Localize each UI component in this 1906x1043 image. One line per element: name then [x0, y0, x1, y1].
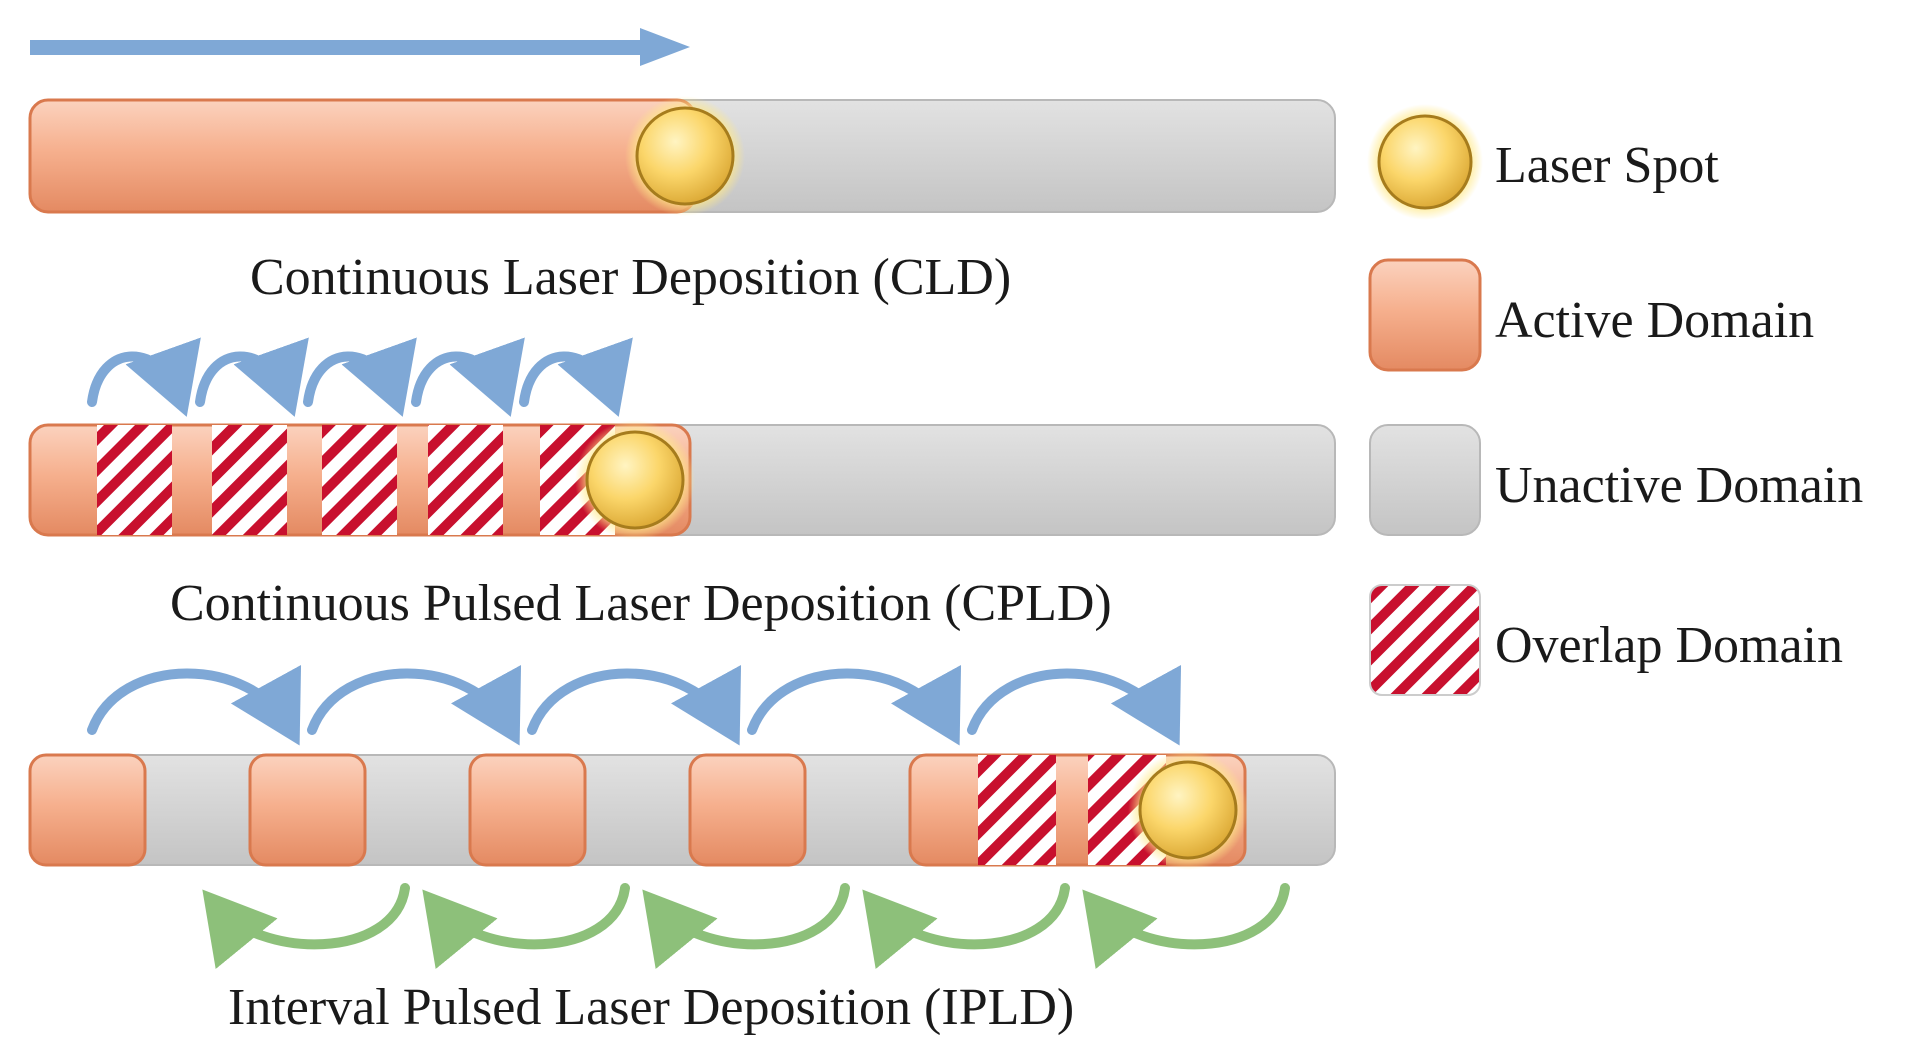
overlap-domain: [978, 755, 1056, 865]
active-domain: [688, 753, 807, 867]
backward-arc: [862, 883, 1070, 970]
active-domain: [468, 753, 587, 867]
backward-arc: [1082, 883, 1290, 970]
legend-overlap-domain-icon: [1369, 584, 1481, 696]
forward-arc: [307, 664, 521, 746]
legend-label-active-domain: Active Domain: [1495, 292, 1815, 349]
cpld-arcs: [87, 337, 633, 417]
overlap-domain: [97, 425, 172, 535]
forward-arc: [411, 337, 525, 417]
backward-arc: [202, 883, 410, 970]
right-arrow-icon: [30, 28, 690, 66]
cld-track: [28, 96, 1336, 216]
cpld-track: [28, 420, 1336, 540]
legend-active-domain-icon: [1368, 258, 1482, 372]
overlap-domain: [212, 425, 287, 535]
active-domain-bar: [28, 98, 697, 214]
ipld-track: [28, 750, 1336, 870]
forward-arc: [967, 664, 1181, 746]
forward-arc: [303, 337, 417, 417]
laser-spot-icon: [625, 96, 745, 216]
forward-arc: [747, 664, 961, 746]
forward-arc: [87, 337, 201, 417]
legend-unactive-domain-icon: [1369, 424, 1481, 536]
forward-arc: [527, 664, 741, 746]
forward-arc: [519, 337, 633, 417]
legend-laser-spot-icon: [1367, 104, 1483, 220]
cld-caption: Continuous Laser Deposition (CLD): [250, 249, 1012, 306]
backward-arc: [642, 883, 850, 970]
forward-arc: [87, 664, 301, 746]
overlap-domain: [428, 425, 503, 535]
forward-arc: [195, 337, 309, 417]
laser-spot-icon: [575, 420, 695, 540]
ipld-caption: Interval Pulsed Laser Deposition (IPLD): [228, 979, 1075, 1036]
active-domain: [248, 753, 367, 867]
legend-label-unactive-domain: Unactive Domain: [1495, 457, 1864, 514]
laser-spot-icon: [1128, 750, 1248, 870]
active-domain: [28, 753, 147, 867]
backward-arc: [422, 883, 630, 970]
cpld-caption: Continuous Pulsed Laser Deposition (CPLD…: [170, 575, 1112, 632]
ipld-backward-arcs: [202, 883, 1290, 970]
ipld-forward-arcs: [87, 664, 1181, 746]
overlap-domain: [322, 425, 397, 535]
legend-label-overlap-domain: Overlap Domain: [1495, 617, 1844, 674]
legend-label-laser-spot: Laser Spot: [1495, 137, 1719, 194]
